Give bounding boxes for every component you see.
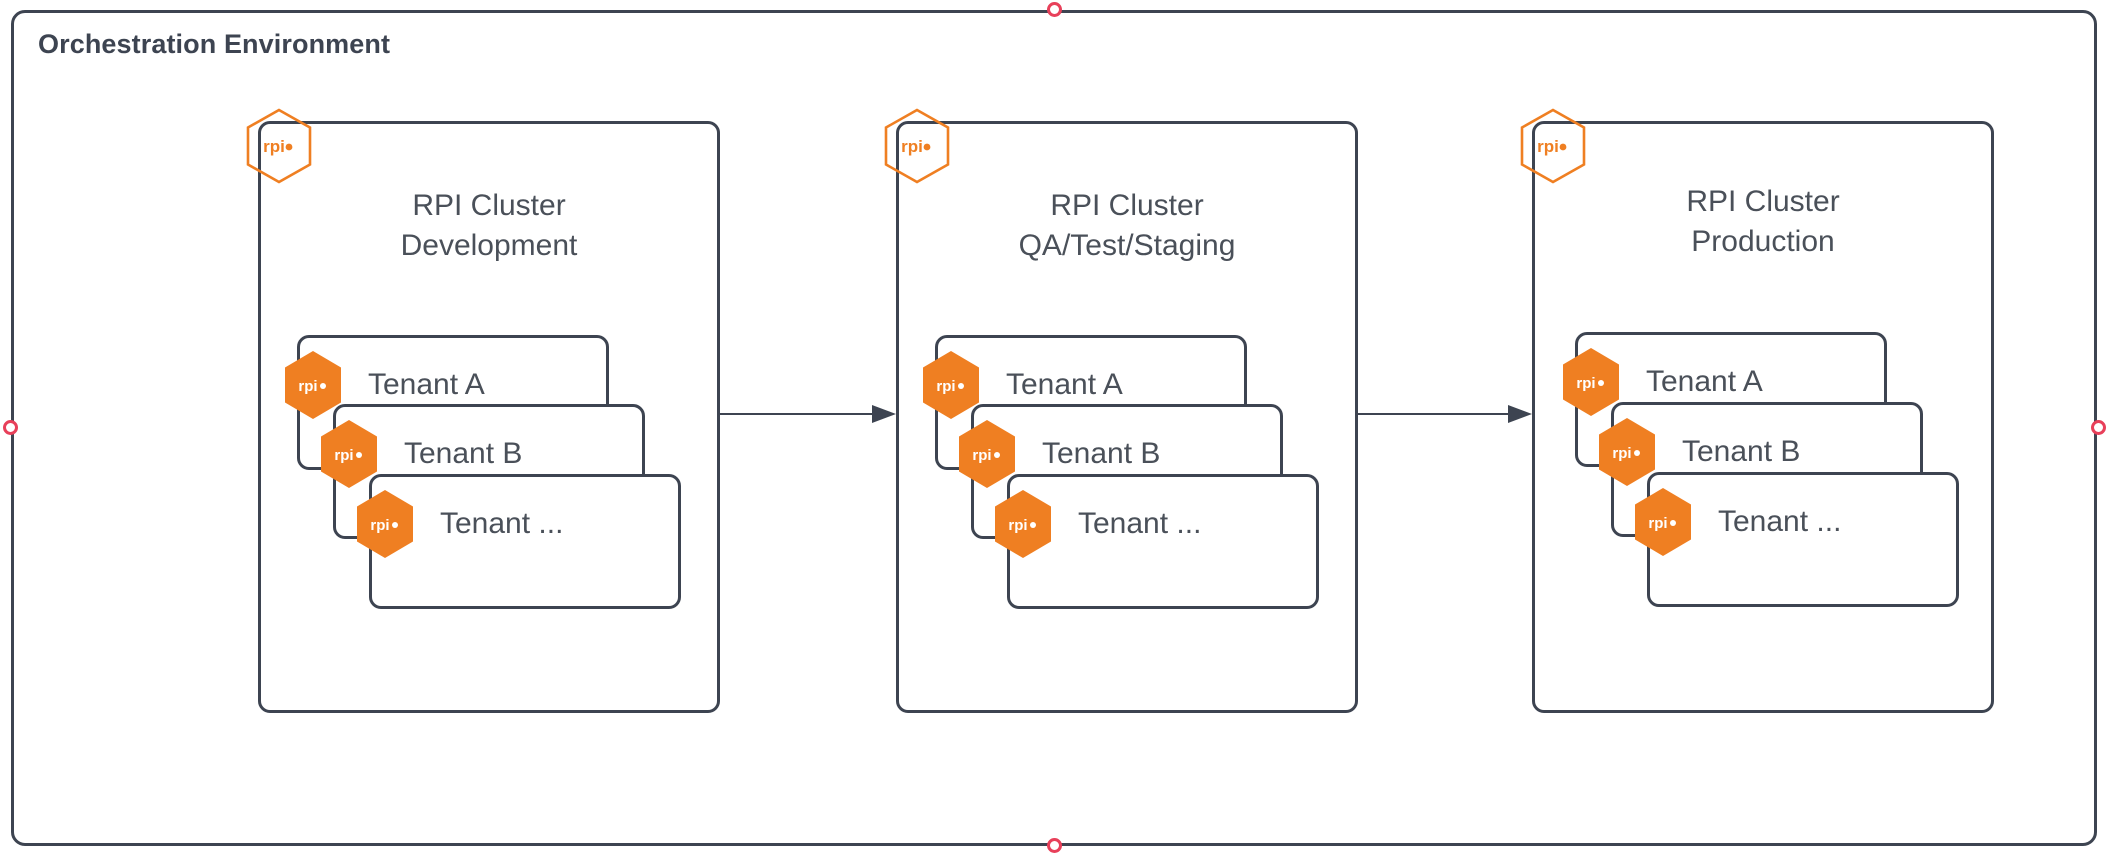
hexagon-icon: rpi <box>282 350 344 420</box>
cluster-logo-text: rpi <box>263 137 285 156</box>
tenant-label: Tenant B <box>1042 437 1161 470</box>
logo-dot-icon <box>356 452 362 458</box>
cluster-title: RPI Cluster QA/Test/Staging <box>899 186 1355 266</box>
logo-dot-icon <box>994 452 1000 458</box>
hexagon-icon: rpi <box>882 107 952 185</box>
hexagon-icon: rpi <box>244 107 314 185</box>
tenant-card[interactable]: rpi Tenant ... <box>995 474 1319 609</box>
logo-dot-icon <box>1634 450 1640 456</box>
logo-dot-icon <box>1559 143 1567 151</box>
cluster-title-line1: RPI Cluster <box>1686 185 1840 218</box>
cluster-title-line2: Production <box>1691 225 1835 258</box>
tenant-logo-text: rpi <box>1576 375 1595 392</box>
tenant-logo-text: rpi <box>1648 515 1667 532</box>
cluster-production[interactable]: rpi RPI Cluster Production rpi Tenant A <box>1520 108 1994 713</box>
orchestration-environment-frame[interactable]: Orchestration Environment rpi RPI Cluste… <box>11 10 2097 846</box>
cluster-qa-test-staging[interactable]: rpi RPI Cluster QA/Test/Staging rpi Tena… <box>884 108 1358 713</box>
cluster-logo-text: rpi <box>901 137 923 156</box>
hexagon-icon: rpi <box>354 489 416 559</box>
logo-dot-icon <box>392 522 398 528</box>
tenant-label: Tenant A <box>368 368 485 401</box>
hexagon-icon: rpi <box>992 489 1054 559</box>
logo-dot-icon <box>1670 520 1676 526</box>
cluster-title: RPI Cluster Development <box>261 186 717 266</box>
hexagon-icon: rpi <box>1518 107 1588 185</box>
tenant-label: Tenant A <box>1646 365 1763 398</box>
resize-handle-top[interactable] <box>1047 2 1062 17</box>
logo-dot-icon <box>1030 522 1036 528</box>
hexagon-icon: rpi <box>1596 417 1658 487</box>
tenant-card[interactable]: rpi Tenant ... <box>1635 472 1959 607</box>
tenant-label: Tenant ... <box>1078 507 1202 540</box>
hexagon-icon: rpi <box>1560 347 1622 417</box>
logo-dot-icon <box>285 143 293 151</box>
logo-dot-icon <box>1598 380 1604 386</box>
resize-handle-bottom[interactable] <box>1047 838 1062 853</box>
logo-dot-icon <box>923 143 931 151</box>
tenant-label: Tenant B <box>1682 435 1801 468</box>
cluster-development[interactable]: rpi RPI Cluster Development rpi Tenant A <box>246 108 720 713</box>
hexagon-icon: rpi <box>920 350 982 420</box>
connector-dev-to-qa[interactable] <box>720 405 896 423</box>
tenant-label: Tenant ... <box>440 507 564 540</box>
tenant-label: Tenant A <box>1006 368 1123 401</box>
logo-dot-icon <box>958 383 964 389</box>
hexagon-icon: rpi <box>1632 487 1694 557</box>
tenant-card[interactable]: rpi Tenant ... <box>357 474 681 609</box>
cluster-title-line2: Development <box>400 229 578 262</box>
tenant-label: Tenant ... <box>1718 505 1842 538</box>
cluster-title-line1: RPI Cluster <box>412 189 566 222</box>
tenant-label: Tenant B <box>404 437 523 470</box>
cluster-title-line1: RPI Cluster <box>1050 189 1204 222</box>
tenant-logo-text: rpi <box>298 378 317 395</box>
arrowhead-icon <box>1508 405 1532 423</box>
tenant-logo-text: rpi <box>936 378 955 395</box>
hexagon-icon: rpi <box>318 419 380 489</box>
hexagon-icon: rpi <box>956 419 1018 489</box>
resize-handle-right[interactable] <box>2091 420 2106 435</box>
tenant-logo-text: rpi <box>334 447 353 464</box>
tenant-logo-text: rpi <box>370 517 389 534</box>
cluster-title: RPI Cluster Production <box>1535 182 1991 262</box>
resize-handle-left[interactable] <box>3 420 18 435</box>
tenant-logo-text: rpi <box>1008 517 1027 534</box>
cluster-logo-text: rpi <box>1537 137 1559 156</box>
tenant-logo-text: rpi <box>972 447 991 464</box>
page-title: Orchestration Environment <box>38 29 391 59</box>
arrowhead-icon <box>872 405 896 423</box>
logo-dot-icon <box>320 383 326 389</box>
cluster-title-line2: QA/Test/Staging <box>1018 229 1236 262</box>
tenant-logo-text: rpi <box>1612 445 1631 462</box>
connector-qa-to-prod[interactable] <box>1358 405 1532 423</box>
